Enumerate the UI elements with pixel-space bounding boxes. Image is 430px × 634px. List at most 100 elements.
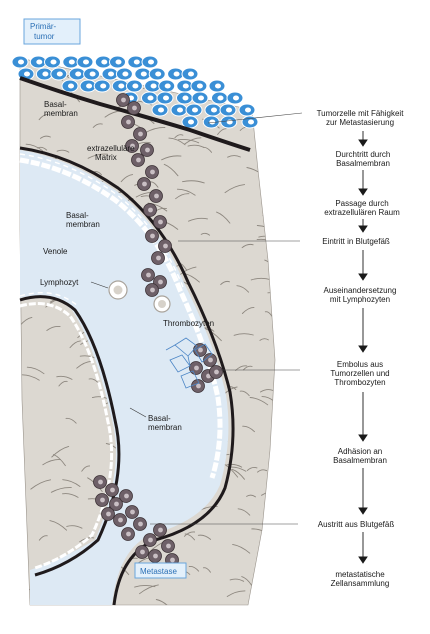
primary-tumor-nucleus xyxy=(116,60,122,65)
primary-tumor-nucleus xyxy=(218,96,224,101)
tumor-cell-nucleus xyxy=(148,208,153,213)
label-extracellular-a: extrazelluläre xyxy=(87,144,135,153)
label-thrombozyten: Thrombozyten xyxy=(163,319,214,328)
tumor-cell-nucleus xyxy=(98,480,103,485)
tumor-cell-nucleus xyxy=(126,120,131,125)
fibre xyxy=(265,62,274,65)
tumor-cell-nucleus xyxy=(208,358,213,363)
fibre xyxy=(184,61,192,64)
flow-arrows xyxy=(359,131,367,563)
step-6-line-3: Thrombozyten xyxy=(334,378,385,387)
primary-tumor-nucleus xyxy=(75,72,81,77)
tumor-cell-nucleus xyxy=(163,244,168,249)
fibre xyxy=(242,80,259,85)
fibre xyxy=(196,66,206,68)
label-lymphozyt: Lymphozyt xyxy=(40,278,79,287)
tumor-cell-nucleus xyxy=(166,544,171,549)
tumor-cell-nucleus xyxy=(136,158,141,163)
primary-tumor-box: Primär- tumor xyxy=(24,19,80,44)
fibre xyxy=(261,117,273,126)
tumor-cell-nucleus xyxy=(130,510,135,515)
primary-tumor-nucleus xyxy=(155,72,161,77)
primary-tumor-nucleus xyxy=(215,84,221,89)
tumor-cell-nucleus xyxy=(158,528,163,533)
primary-tumor-nucleus xyxy=(101,60,107,65)
flow-arrow-head xyxy=(359,346,367,352)
primary-tumor-nucleus xyxy=(90,72,96,77)
primary-tumor-nucleus xyxy=(118,84,124,89)
label-extracellular-b: Matrix xyxy=(95,153,117,162)
primary-tumor-nucleus xyxy=(174,72,180,77)
primary-tumor-nucleus xyxy=(134,60,140,65)
tumor-cell-nucleus xyxy=(153,554,158,559)
tumor-cell-nucleus xyxy=(138,522,143,527)
primary-tumor-nucleus xyxy=(108,72,114,77)
tumor-cell-nucleus xyxy=(121,98,126,103)
step-8-line-1: Austritt aus Blutgefäß xyxy=(318,520,395,529)
fibre xyxy=(262,543,273,547)
fibre xyxy=(186,60,201,62)
label-basalmembran-3b: membran xyxy=(148,423,182,432)
tumor-cell-nucleus xyxy=(196,384,201,389)
primary-tumor-nucleus xyxy=(158,108,164,113)
tumor-cell-nucleus xyxy=(132,106,137,111)
primary-tumor-nucleus xyxy=(132,84,138,89)
primary-tumor-nucleus xyxy=(245,108,251,113)
primary-tumor-nucleus xyxy=(233,96,239,101)
primary-tumor-nucleus xyxy=(100,84,106,89)
fibre xyxy=(258,58,270,61)
fibre xyxy=(263,96,280,105)
flow-arrow-head xyxy=(359,189,367,195)
label-basalmembran-2a: Basal- xyxy=(66,211,89,220)
fibre xyxy=(263,212,272,216)
primary-tumor-nucleus xyxy=(211,108,217,113)
tumor-cell-nucleus xyxy=(110,488,115,493)
tumor-cell-nucleus xyxy=(150,170,155,175)
flow-arrow-head xyxy=(359,140,367,146)
primary-tumor-nucleus xyxy=(86,84,92,89)
primary-tumor-nucleus xyxy=(83,60,89,65)
tumor-cell-nucleus xyxy=(142,182,147,187)
primary-tumor-nucleus xyxy=(226,108,232,113)
label-venole: Venole xyxy=(43,247,68,256)
primary-tumor-nucleus xyxy=(68,84,74,89)
tumor-cell-nucleus xyxy=(194,366,199,371)
tumor-cell-nucleus xyxy=(170,558,175,563)
primary-tumor-nucleus xyxy=(42,72,48,77)
primary-tumor-nucleus xyxy=(192,108,198,113)
primary-tumor-nucleus xyxy=(57,72,63,77)
primary-tumor-nucleus xyxy=(69,60,75,65)
tumor-cell-nucleus xyxy=(158,280,163,285)
fibre xyxy=(218,70,232,73)
tumor-cell-nucleus xyxy=(106,512,111,517)
step-5-line-1: Auseinandersetzung xyxy=(324,286,397,295)
step-7-line-1: Adhäsion an xyxy=(338,447,382,456)
primary-tumor-nucleus xyxy=(165,84,171,89)
fibre xyxy=(187,61,198,64)
primary-tumor-nucleus xyxy=(148,96,154,101)
tumor-cell-nucleus xyxy=(138,132,143,137)
primary-tumor-nucleus xyxy=(209,120,215,125)
flow-arrow-head xyxy=(359,274,367,280)
fibre xyxy=(264,590,274,596)
tumor-cell-nucleus xyxy=(100,498,105,503)
metastasis-box: Metastase xyxy=(135,563,186,578)
primary-tumor-nucleus xyxy=(163,96,169,101)
step-3-line-1: Passage durch xyxy=(335,199,388,208)
step-6-line-2: Tumorzellen und xyxy=(330,369,389,378)
step-3-line-2: extrazellulären Raum xyxy=(324,208,400,217)
step-5-line-2: mit Lymphozyten xyxy=(330,295,390,304)
step-2-line-1: Durchtritt durch xyxy=(336,150,391,159)
tumor-cell-nucleus xyxy=(148,538,153,543)
flow-arrow-head xyxy=(359,435,367,441)
label-basalmembran-2b: membran xyxy=(66,220,100,229)
tumor-cell-nucleus xyxy=(124,494,129,499)
tumor-cell-nucleus xyxy=(156,256,161,261)
tumor-cell-nucleus xyxy=(150,234,155,239)
step-1-line-1: Tumorzelle mit Fähigkeit xyxy=(317,109,405,118)
primary-tumor-nucleus xyxy=(198,96,204,101)
tumor-cell-nucleus xyxy=(146,273,151,278)
primary-tumor-nucleus xyxy=(248,120,254,125)
step-7-line-2: Basalmembran xyxy=(333,456,387,465)
primary-tumor-nucleus xyxy=(122,72,128,77)
